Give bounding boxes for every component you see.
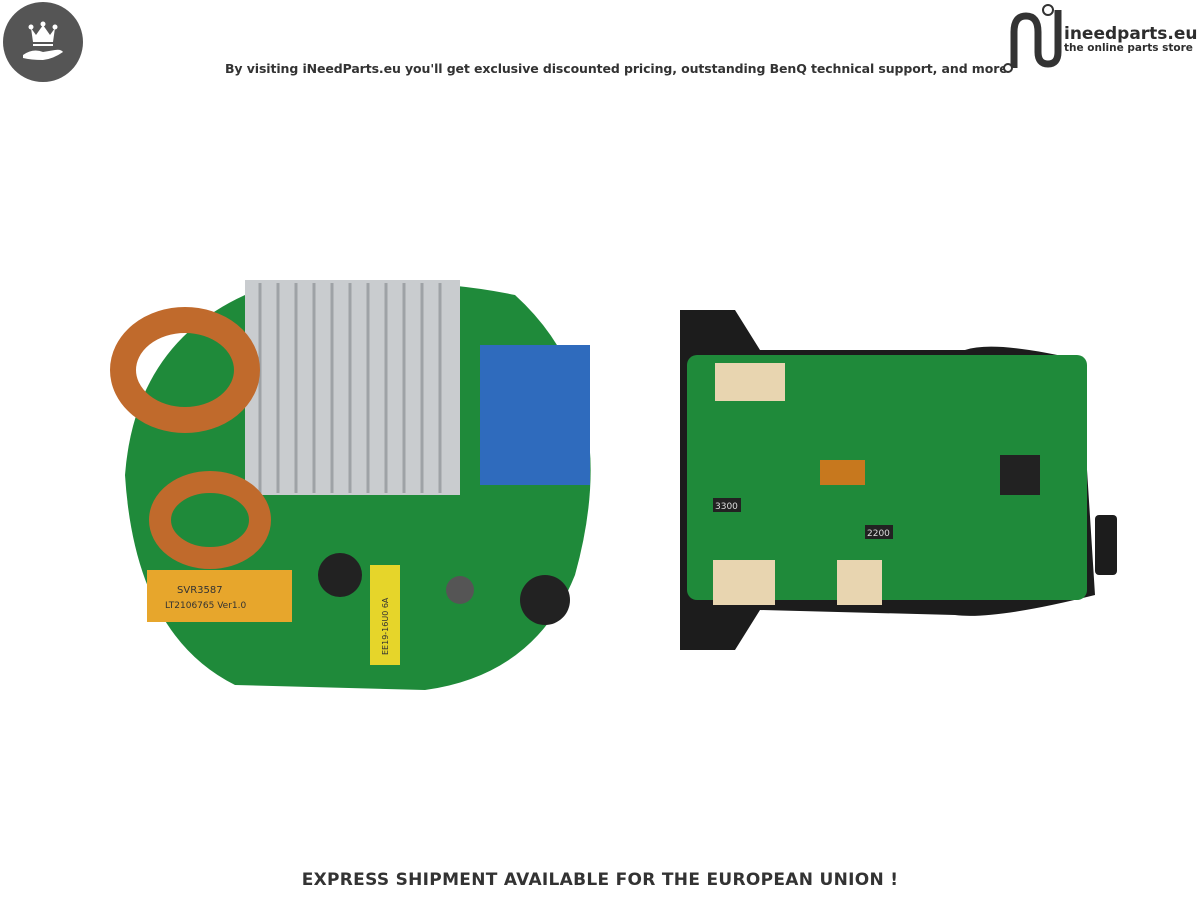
capacitor-block bbox=[480, 345, 590, 485]
crown-hand-icon bbox=[23, 21, 63, 60]
tagline: By visiting iNeedParts.eu you'll get exc… bbox=[225, 61, 1008, 76]
logo-name: ineedparts.eu bbox=[1064, 24, 1198, 44]
label-lt: LT2106765 Ver1.0 bbox=[165, 601, 246, 611]
heatsink bbox=[245, 280, 460, 495]
crown-hand-badge bbox=[3, 2, 83, 82]
connector bbox=[715, 363, 785, 401]
logo-subtitle: the online parts store bbox=[1064, 42, 1193, 54]
logo-mark-icon bbox=[1003, 4, 1062, 73]
shipping-banner: EXPRESS SHIPMENT AVAILABLE FOR THE EUROP… bbox=[301, 870, 899, 890]
ineedparts-logo[interactable]: ineedparts.eu the online parts store bbox=[1002, 2, 1198, 76]
label-transformer: EE19-16U0 6A bbox=[381, 597, 390, 655]
chip bbox=[1000, 455, 1040, 495]
round-control-board: SVR3587 LT2106765 Ver1.0 EE19-16U0 6A bbox=[110, 280, 591, 690]
label-svr: SVR3587 bbox=[177, 585, 223, 596]
connector bbox=[713, 560, 775, 605]
product-photo: SVR3587 LT2106765 Ver1.0 EE19-16U0 6A 33… bbox=[110, 280, 1117, 690]
label-2200: 2200 bbox=[867, 529, 890, 539]
label-3300: 3300 bbox=[715, 502, 738, 512]
copper-coil bbox=[110, 307, 260, 433]
connector bbox=[837, 560, 882, 605]
copper-coil bbox=[149, 471, 271, 569]
display-control-board: 3300 2200 bbox=[680, 310, 1117, 650]
